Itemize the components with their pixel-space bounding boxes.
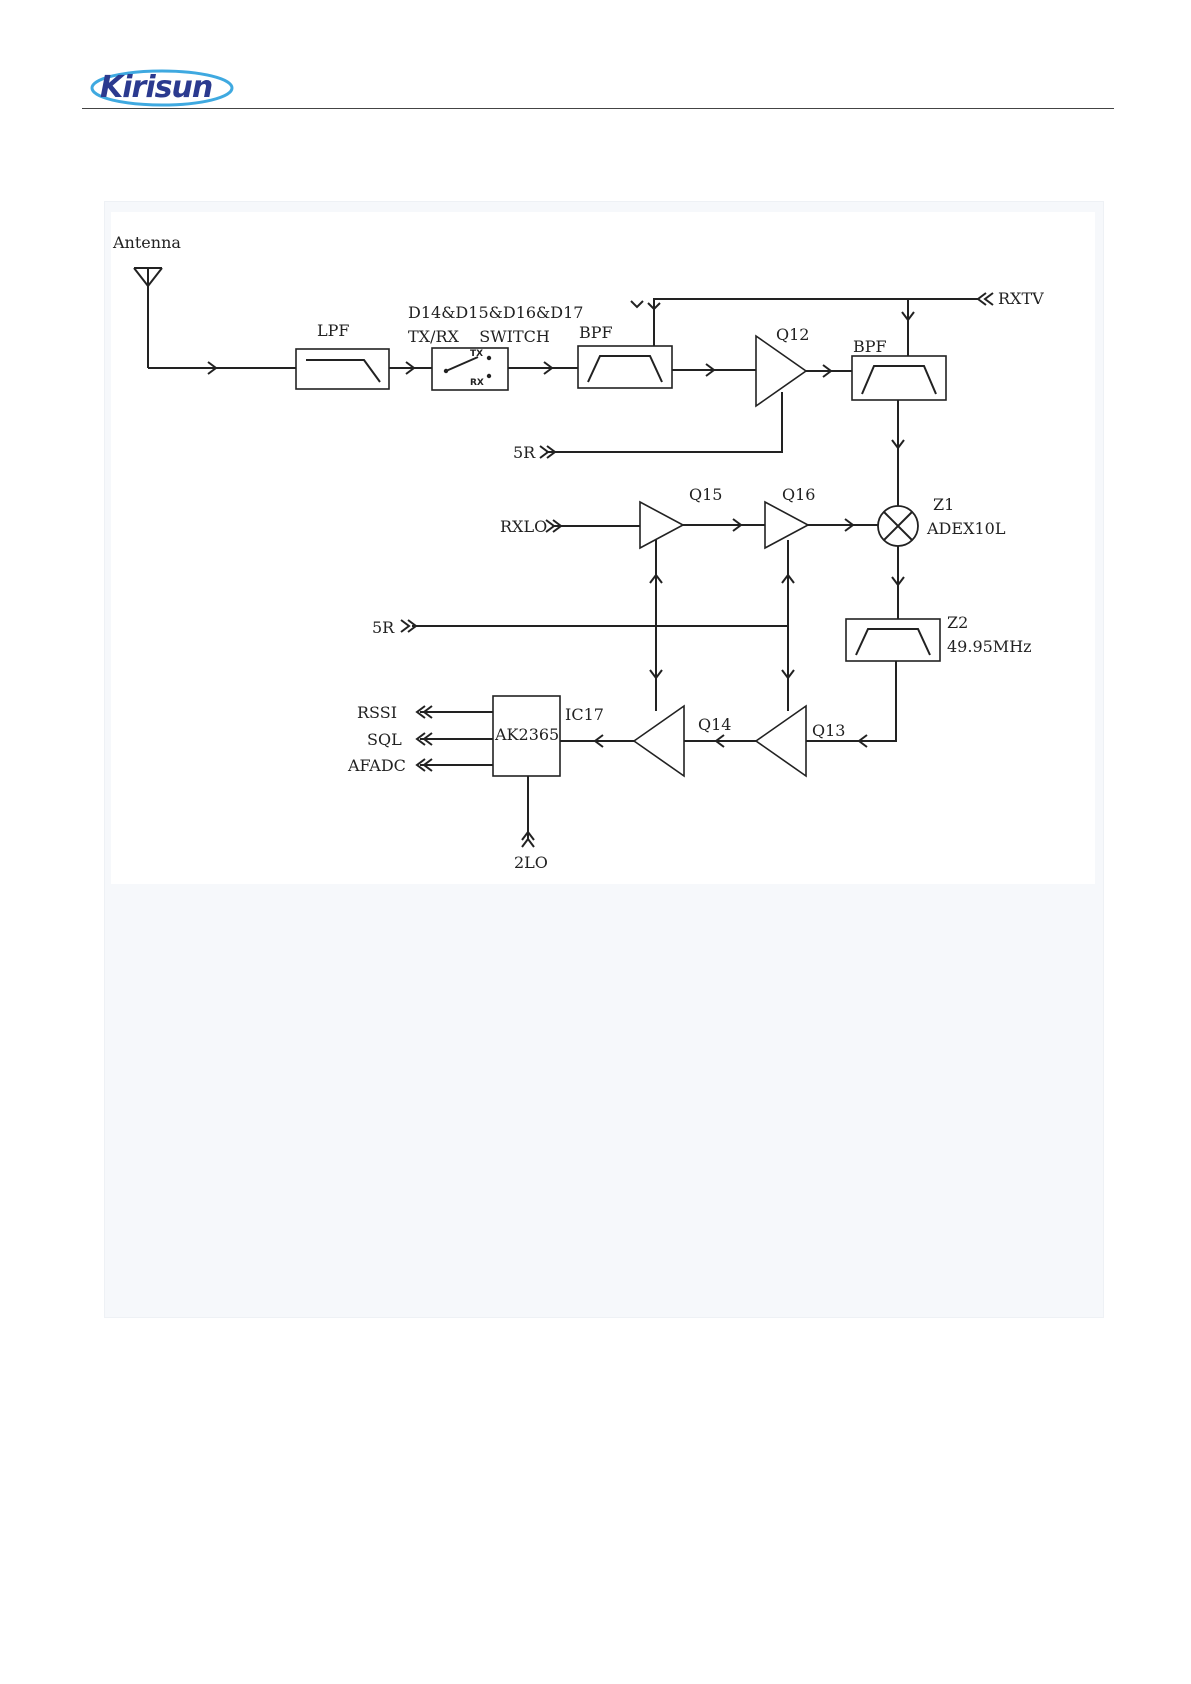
5r-top-label: 5R: [513, 443, 536, 462]
amplifier-icon: [756, 706, 806, 776]
ic17-part-label: AK2365: [494, 725, 559, 744]
2lo-label: 2LO: [514, 853, 548, 872]
bpf-filter-icon: [852, 356, 946, 400]
bpf-filter-icon: [846, 619, 940, 661]
wire-rxtv-bus: [654, 299, 978, 346]
amplifier-icon: [634, 706, 684, 776]
bpf1-label: BPF: [579, 323, 613, 342]
q15-label: Q15: [689, 485, 722, 504]
amplifier-icon: [640, 502, 683, 548]
wire-5r-q12: [546, 392, 782, 452]
q16-label: Q16: [782, 485, 815, 504]
rxlo-label: RXLO: [500, 517, 547, 536]
sql-label: SQL: [367, 730, 402, 749]
z1-part-label: ADEX10L: [926, 519, 1006, 538]
afadc-label: AFADC: [347, 756, 406, 775]
q13-label: Q13: [812, 721, 845, 740]
z2-freq-label: 49.95MHz: [947, 637, 1032, 656]
5r-mid-label: 5R: [372, 618, 395, 637]
switch-parts-label: D14&D15&D16&D17: [408, 303, 583, 322]
double-chevron-icon: [978, 293, 993, 305]
switch-name-label: TX/RX SWITCH: [408, 327, 550, 346]
ic17-label: IC17: [565, 705, 604, 724]
amplifier-icon: [765, 502, 808, 548]
bpf2-label: BPF: [853, 337, 887, 356]
z2-label: Z2: [947, 613, 968, 632]
chevron-down-icon: [631, 301, 643, 307]
z1-label: Z1: [933, 495, 954, 514]
q12-label: Q12: [776, 325, 809, 344]
antenna-label: Antenna: [112, 233, 181, 252]
bpf-filter-icon: [578, 346, 672, 388]
lpf-label: LPF: [317, 321, 350, 340]
lpf-filter-icon: [296, 349, 389, 389]
rssi-label: RSSI: [357, 703, 397, 722]
rxtv-label: RXTV: [998, 289, 1044, 308]
antenna-icon: [134, 268, 162, 368]
switch-rx-label: RX: [470, 378, 484, 388]
q14-label: Q14: [698, 715, 731, 734]
mixer-icon: [878, 506, 918, 546]
switch-tx-label: TX: [470, 349, 483, 359]
